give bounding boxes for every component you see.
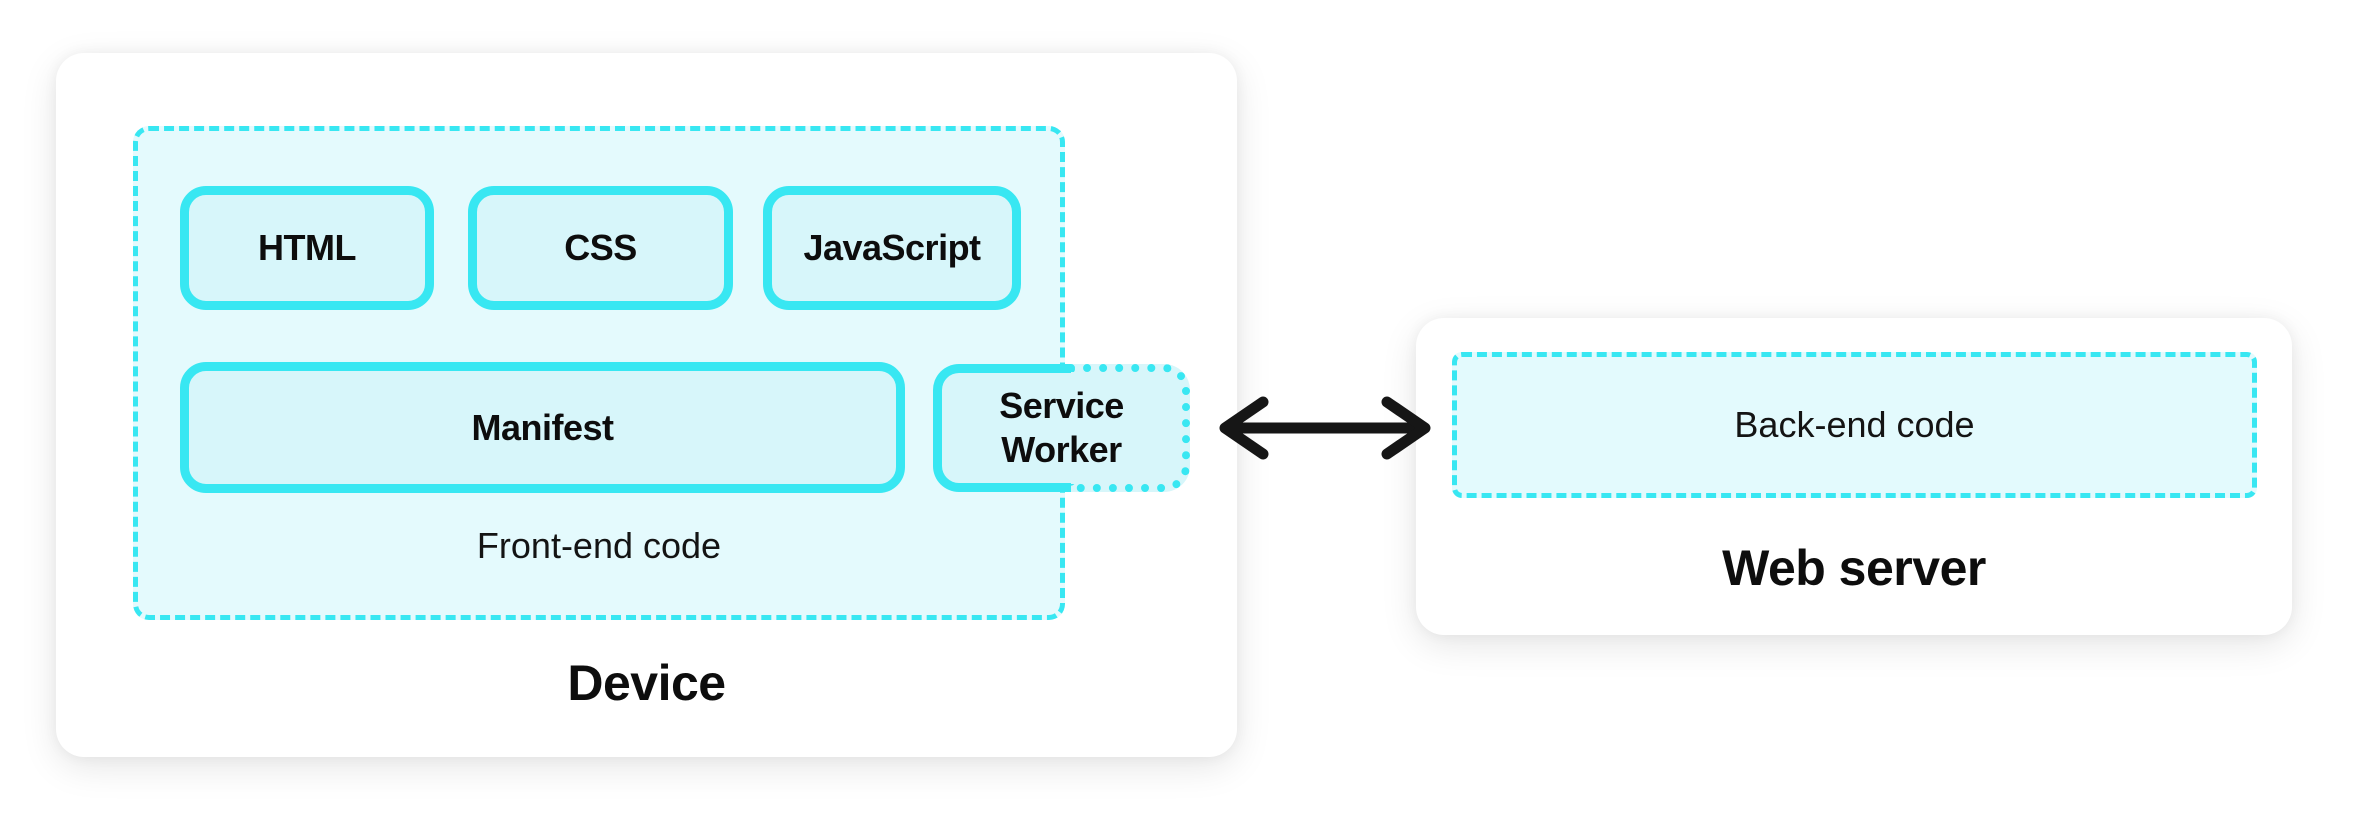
manifest-box: Manifest [180, 362, 905, 493]
bidirectional-arrow-icon [1219, 396, 1431, 460]
device-card: HTML CSS JavaScript Manifest Service Wor… [56, 53, 1237, 757]
frontend-code-label: Front-end code [476, 525, 722, 566]
web-server-label: Web server [1722, 540, 1986, 596]
html-box: HTML [180, 186, 434, 310]
backend-code-label: Back-end code [1734, 404, 1975, 445]
javascript-box: JavaScript [763, 186, 1021, 310]
frontend-code-container: HTML CSS JavaScript Manifest Service Wor… [133, 126, 1190, 620]
device-label: Device [567, 655, 726, 711]
service-worker-label: Service Worker [999, 385, 1124, 470]
backend-code-box: Back-end code [1452, 352, 2257, 498]
service-worker-box: Service Worker [933, 364, 1190, 492]
css-box: CSS [468, 186, 733, 310]
web-server-card: Back-end code Web server [1416, 318, 2292, 635]
